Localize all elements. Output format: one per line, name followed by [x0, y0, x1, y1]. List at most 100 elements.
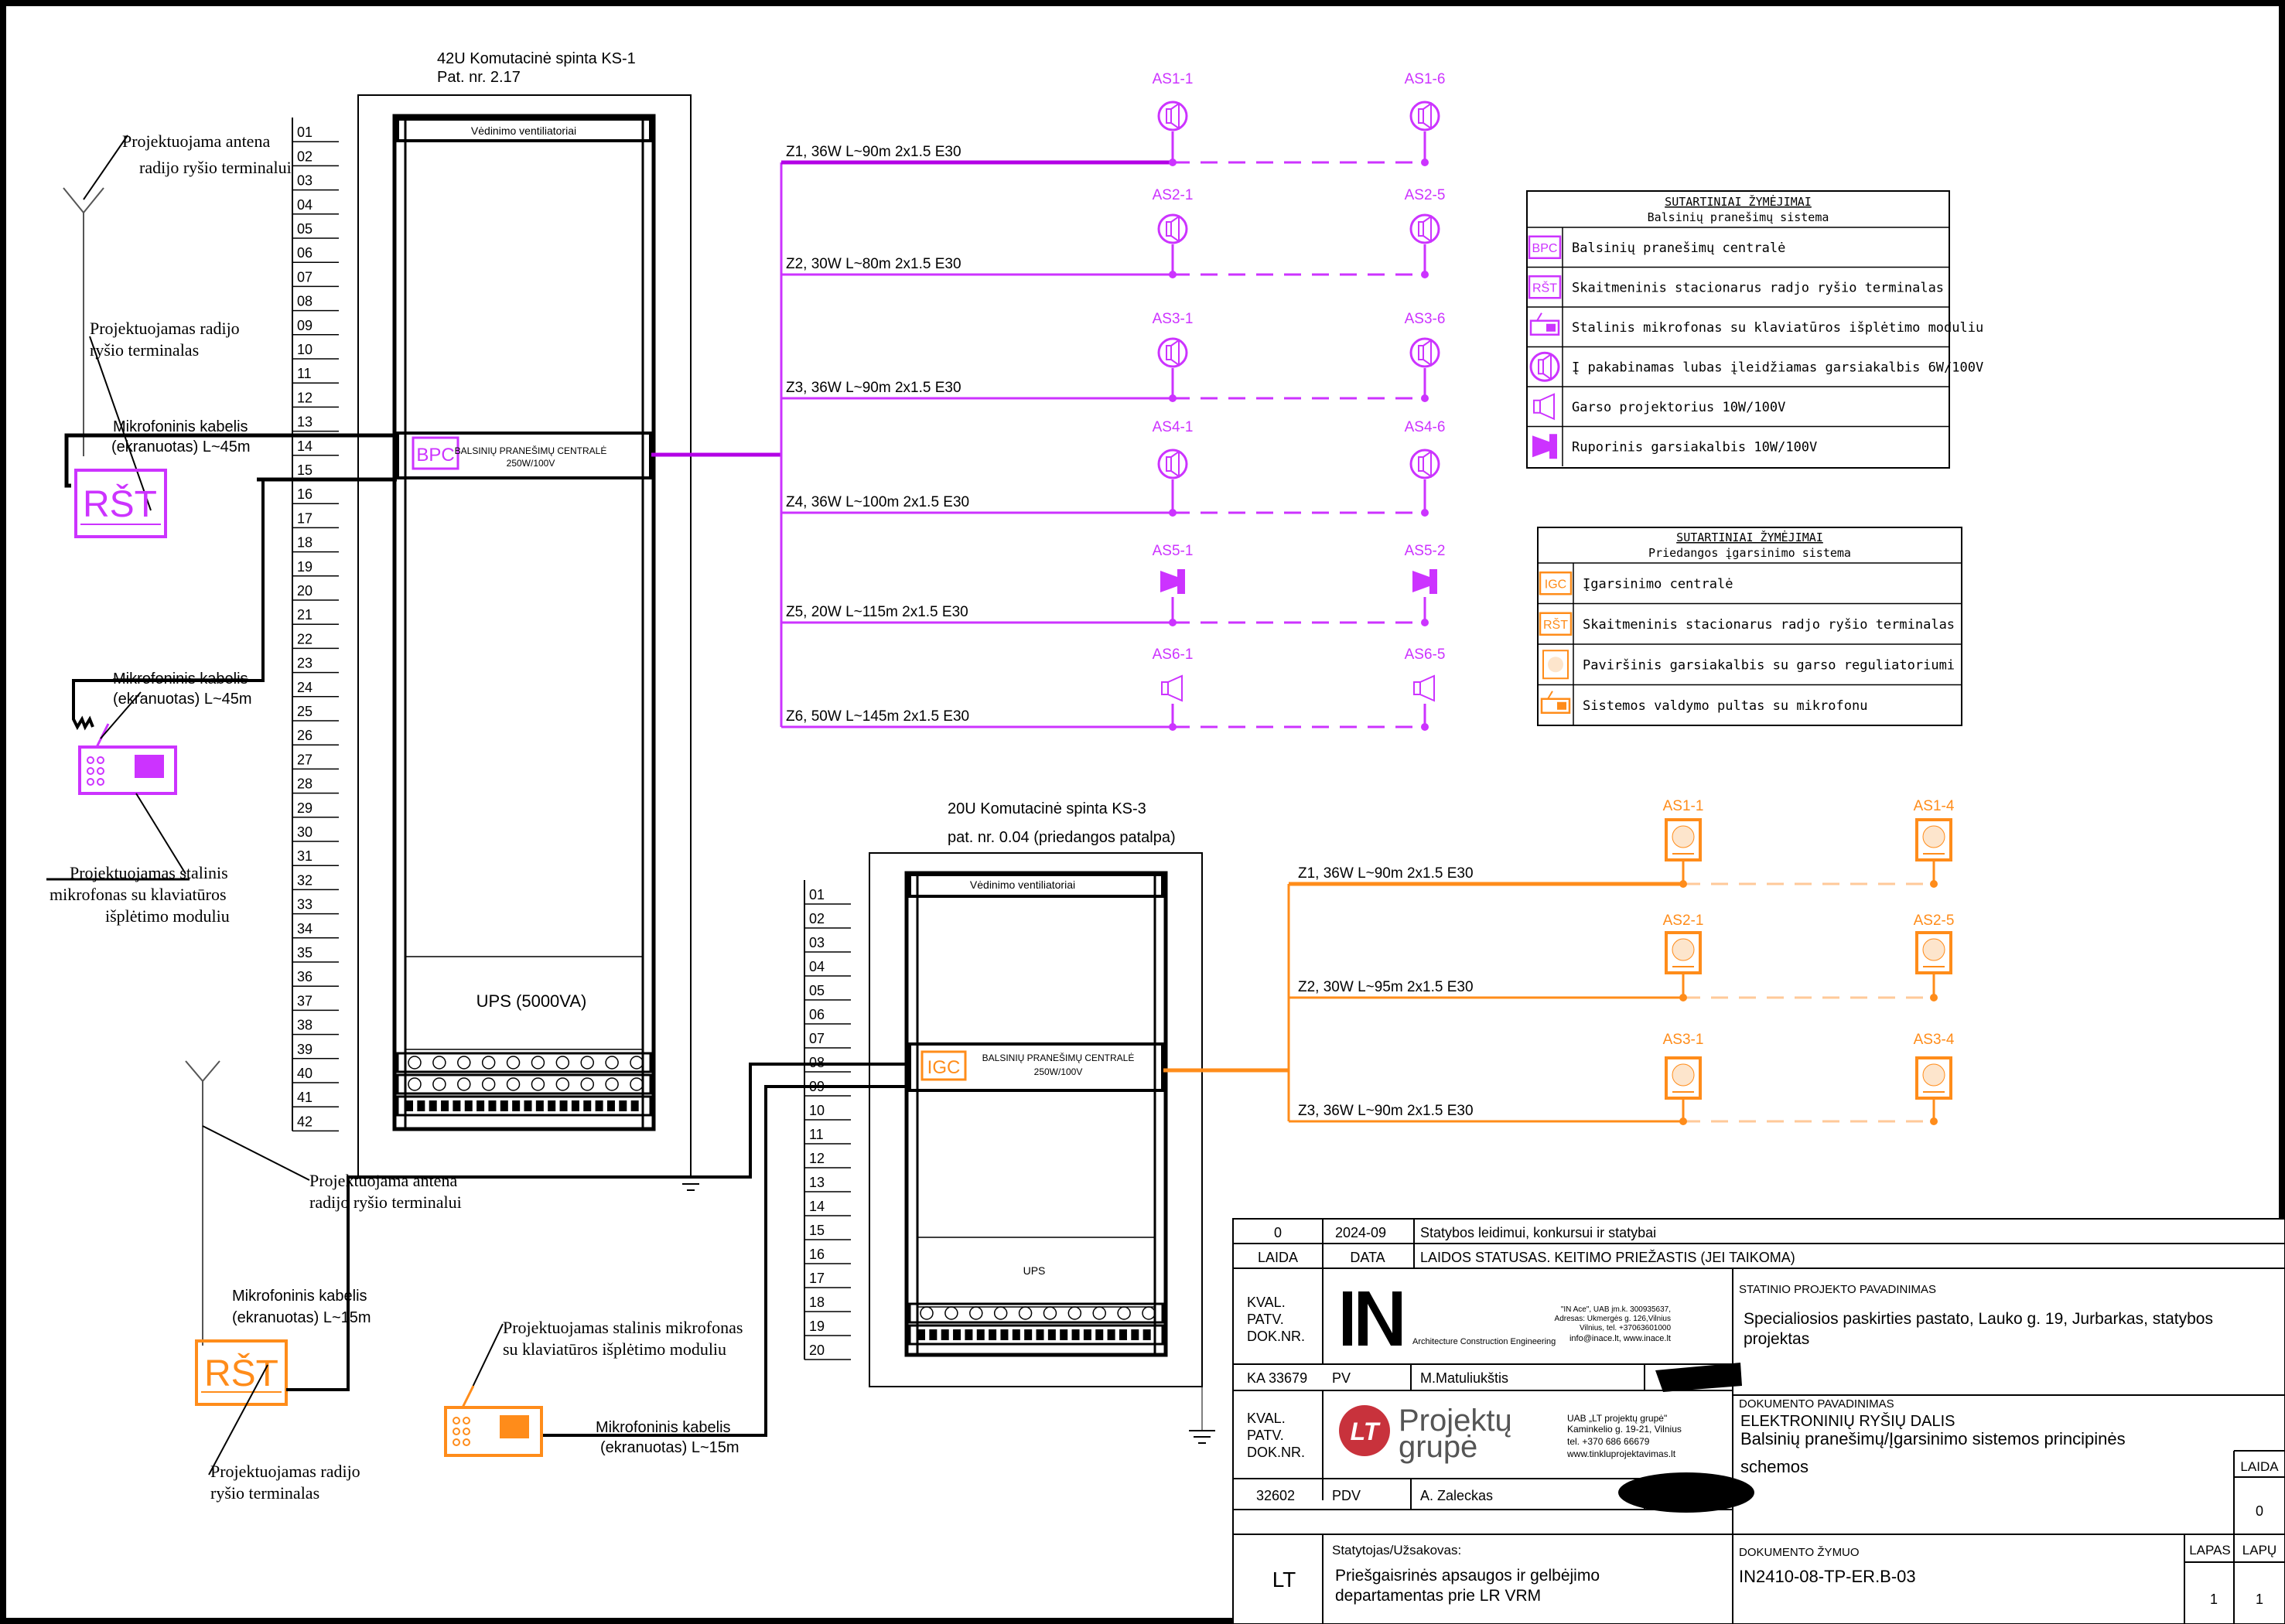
socket-icon	[457, 1056, 471, 1070]
cable4-label-l2: (ekranuotas) L~15m	[600, 1439, 739, 1456]
cable3-label-l1: Mikrofoninis kabelis	[232, 1288, 367, 1305]
tb-doc-code-hdr: DOKUMENTO ŽYMUO	[1739, 1546, 1860, 1559]
signature-redacted	[1655, 1363, 1742, 1392]
tb-pdv-name: A. Zaleckas	[1420, 1488, 1493, 1503]
rack2-title: 20U Komutacinė spinta KS-3	[948, 800, 1146, 817]
tb-lapu: 1	[2256, 1592, 2263, 1607]
rack-unit-number: 18	[297, 535, 313, 551]
control-panel-icon	[1540, 691, 1571, 714]
speaker-label: AS3-4	[1914, 1032, 1955, 1048]
tb-doc-name-l2: Balsinių pranešimų/Įgarsinimo sistemos p…	[1740, 1429, 2126, 1448]
rack-unit-number: 25	[297, 704, 313, 719]
port-icon	[571, 1100, 579, 1111]
svg-text:BPC: BPC	[1532, 242, 1558, 255]
bpc-tag-box	[412, 436, 459, 470]
ceiling-speaker-icon	[1529, 351, 1560, 382]
tb-doc-name-l1: ELEKTRONINIŲ RYŠIŲ DALIS	[1740, 1412, 1955, 1430]
tb-proj-name-l2: projektas	[1744, 1330, 1809, 1348]
rst-icon: RŠT	[1539, 612, 1573, 636]
rack-unit-number: 04	[297, 197, 313, 213]
shelter-zone-label: Z2, 30W L~95m 2x1.5 E30	[1298, 979, 1474, 995]
rack-unit-number: 22	[297, 631, 313, 647]
socket-icon	[993, 1306, 1008, 1320]
rack-unit-number: 15	[297, 462, 313, 478]
port-icon	[1119, 1329, 1127, 1340]
antenna1-label-l1: Projektuojama antena	[122, 131, 270, 151]
svg-text:RŠT: RŠT	[1532, 280, 1557, 295]
surface-speaker-icon	[1665, 1056, 1702, 1100]
mic2-label-l1: Projektuojamas stalinis mikrofonas	[503, 1318, 743, 1337]
port-icon	[1024, 1329, 1033, 1340]
tb-num: 32602	[1256, 1488, 1295, 1503]
legend-row-text: Garso projektorius 10W/100V	[1572, 400, 1785, 415]
tb-hdr-data: DATA	[1350, 1250, 1385, 1265]
sound-projector-icon	[1533, 393, 1555, 421]
tb-pv: PV	[1332, 1370, 1351, 1386]
socket-icon	[1142, 1306, 1156, 1320]
rack-unit-number: 14	[809, 1199, 825, 1214]
port-icon	[1107, 1329, 1115, 1340]
rack-unit-number: 19	[297, 559, 313, 575]
cable1-label-l2: (ekranuotas) L~45m	[111, 438, 251, 455]
rack2-power-strips	[908, 1302, 1164, 1346]
tb-hdr-status: LAIDOS STATUSAS. KEITIMO PRIEŽASTIS (JEI…	[1420, 1250, 1795, 1265]
tb-company2-l3: tel. +370 686 66679	[1567, 1436, 1650, 1447]
socket-icon	[531, 1077, 545, 1091]
port-icon	[1060, 1329, 1068, 1340]
tb-hdr-laida: LAIDA	[1258, 1250, 1298, 1265]
rack-unit-number: 17	[297, 510, 313, 526]
socket-icon	[630, 1077, 644, 1091]
speaker-label: AS4-1	[1153, 419, 1194, 435]
shelter-zone-label: Z1, 36W L~90m 2x1.5 E30	[1298, 865, 1474, 882]
rack-unit-number: 16	[297, 486, 313, 502]
ceiling-speaker-icon	[1157, 449, 1188, 479]
legend-row-text: Stalinis mikrofonas su klaviatūros išplė…	[1572, 320, 1983, 336]
surface-speaker-icon	[1915, 818, 1952, 861]
cable3-label-l2: (ekranuotas) L~15m	[232, 1309, 371, 1326]
speaker-label: AS1-1	[1663, 798, 1704, 814]
rack1-device-tag: BPC	[416, 445, 454, 466]
port-icon	[535, 1100, 544, 1111]
tb-status: Statybos leidimui, konkursui ir statybai	[1420, 1225, 1656, 1240]
rack1-device-line2: 250W/100V	[507, 458, 555, 469]
rack-unit-number: 14	[297, 438, 313, 454]
socket-icon	[555, 1077, 570, 1091]
rack-unit-number: 13	[297, 415, 313, 430]
tb-ka: KA 33679	[1247, 1370, 1307, 1386]
socket-icon	[580, 1077, 594, 1091]
port-icon	[524, 1100, 532, 1111]
surface-speaker-icon	[1665, 931, 1702, 974]
speaker-label: AS5-2	[1405, 543, 1446, 559]
socket-icon	[457, 1077, 471, 1091]
speaker-label: AS6-1	[1153, 647, 1194, 663]
antenna-icon	[63, 187, 104, 456]
socket-icon	[408, 1077, 422, 1091]
rack-unit-number: 28	[297, 776, 313, 792]
tb-pv-name: M.Matuliukštis	[1420, 1370, 1508, 1386]
horn-speaker-icon	[1532, 434, 1557, 459]
projektu-grupe-logo: LT	[1339, 1405, 1390, 1456]
port-icon	[548, 1100, 556, 1111]
rack-unit-number: 19	[809, 1319, 825, 1334]
speaker-label: AS2-1	[1153, 187, 1194, 203]
voice-zone-label: Z6, 50W L~145m 2x1.5 E30	[786, 708, 969, 725]
rack1-unit-scale: 0102030405060708091011121314151617181920…	[292, 118, 339, 1132]
port-icon	[488, 1100, 497, 1111]
rack-unit-number: 13	[809, 1175, 825, 1190]
legend-row-text: Skaitmeninis stacionarus radjo ryšio ter…	[1572, 280, 1944, 295]
tb-lapas-hdr: LAPAS	[2189, 1543, 2231, 1557]
rack-unit-number: 04	[809, 959, 825, 974]
tb-company2-l1: UAB „LT projektų grupė"	[1567, 1413, 1667, 1424]
cable2-label-l2: (ekranuotas) L~45m	[113, 691, 252, 708]
tb-company1-l1: "IN Ace", UAB įm.k. 300935637,	[1561, 1305, 1671, 1314]
socket-icon	[1092, 1306, 1106, 1320]
tb-patv1: PATV.	[1247, 1312, 1284, 1327]
speaker-label: AS3-1	[1663, 1032, 1704, 1048]
socket-icon	[555, 1056, 570, 1070]
rack-unit-number: 32	[297, 872, 313, 888]
